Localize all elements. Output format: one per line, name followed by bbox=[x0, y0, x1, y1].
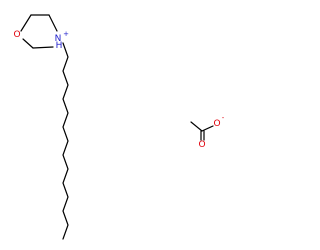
ring-oxygen-label: O bbox=[13, 30, 20, 40]
morpholine-ring: O N H + bbox=[13, 14, 69, 51]
acetate-methyl-bond bbox=[190, 121, 203, 132]
ring-bond bbox=[32, 46, 54, 49]
alkyl-chain bbox=[62, 42, 69, 240]
nitrogen-charge-label: + bbox=[63, 30, 69, 38]
oxide-oxygen-label: O bbox=[213, 119, 220, 129]
ring-bond bbox=[22, 38, 34, 49]
acetate-anion: O O - bbox=[190, 114, 225, 150]
ring-bond bbox=[48, 14, 58, 32]
nitrogen-hydrogen-label: H bbox=[56, 41, 63, 51]
carbonyl-oxygen-label: O bbox=[198, 140, 205, 150]
chemical-structure: O N H + O O - bbox=[13, 14, 225, 240]
ring-bond bbox=[20, 14, 32, 32]
acetate-oxide-bond bbox=[201, 125, 214, 132]
ring-nitrogen-label: N bbox=[55, 34, 62, 44]
oxide-charge-label: - bbox=[222, 114, 225, 122]
